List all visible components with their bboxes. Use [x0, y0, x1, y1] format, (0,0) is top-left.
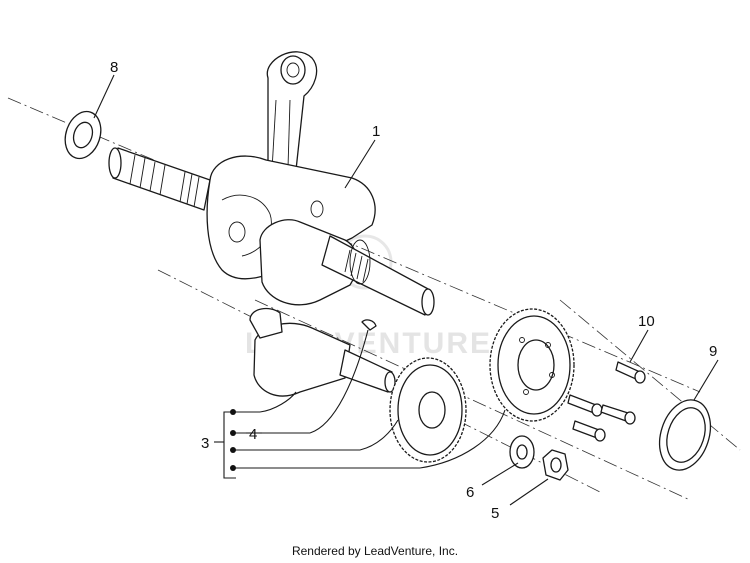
callout-9[interactable]: 9 — [709, 343, 717, 360]
bracket-dots — [230, 409, 236, 471]
callout-4[interactable]: 4 — [249, 426, 257, 443]
bolts-part-10[interactable] — [567, 361, 646, 442]
crank-gear[interactable] — [489, 308, 575, 422]
callout-5[interactable]: 5 — [491, 505, 499, 522]
callouts: 8 1 10 9 3 4 6 5 — [110, 59, 717, 522]
balancer-shaft-part-3[interactable] — [249, 307, 396, 397]
callout-3[interactable]: 3 — [201, 435, 209, 452]
callout-10[interactable]: 10 — [638, 313, 655, 330]
callout-8[interactable]: 8 — [110, 59, 118, 76]
leader-lines — [93, 74, 719, 506]
seal-ring-part-8[interactable] — [59, 107, 106, 163]
thrust-washer-part-9[interactable] — [651, 393, 719, 476]
woodruff-key-part-4[interactable] — [361, 319, 377, 331]
balancer-gear[interactable] — [389, 357, 467, 463]
crankshaft-part-1[interactable] — [108, 51, 435, 316]
callout-6[interactable]: 6 — [466, 484, 474, 501]
footer-credit: Rendered by LeadVenture, Inc. — [291, 544, 459, 558]
nut-part-5[interactable] — [542, 449, 569, 481]
washer-part-6[interactable] — [509, 435, 535, 469]
callout-1[interactable]: 1 — [372, 123, 380, 140]
